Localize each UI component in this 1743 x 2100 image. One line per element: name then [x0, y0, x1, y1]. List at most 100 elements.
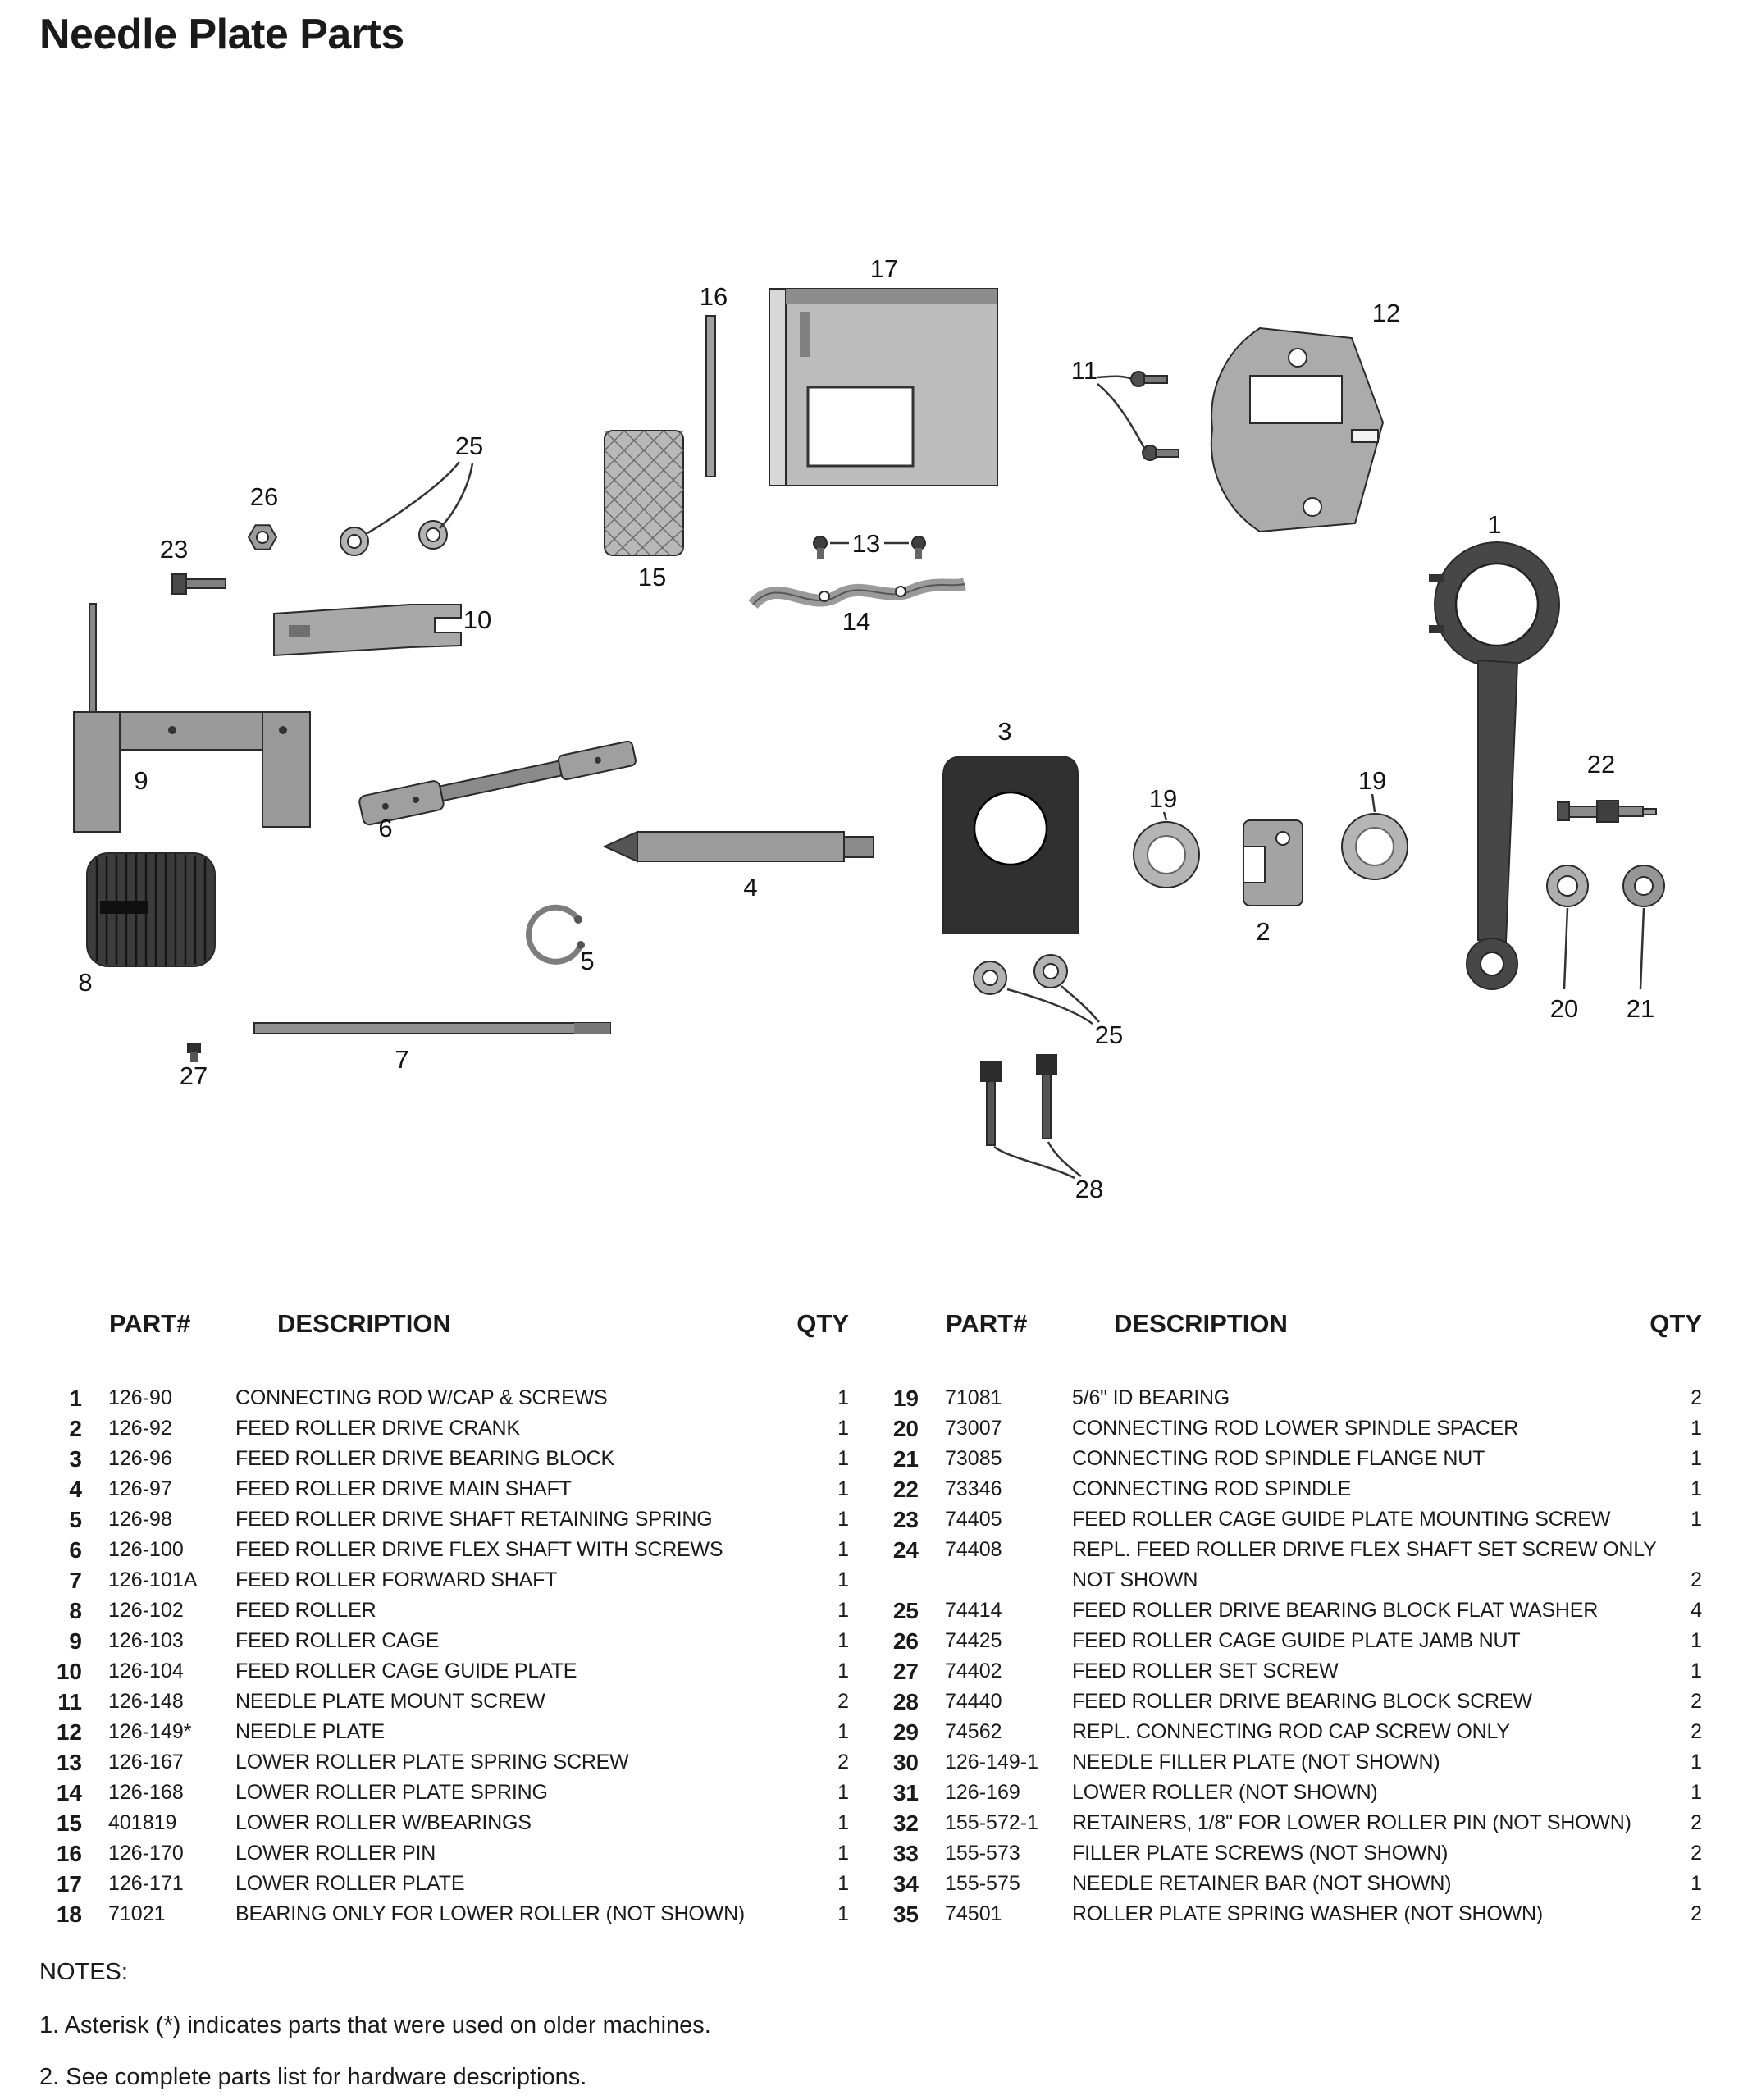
- table-rows-left: 1 126-90 CONNECTING ROD W/CAP & SCREWS 1…: [45, 1360, 849, 1929]
- row-part-number: 126-171: [108, 1872, 184, 1895]
- callout-8: 8: [78, 968, 92, 997]
- row-part-number: 73346: [945, 1477, 1002, 1500]
- table-row: 33 155-573 FILLER PLATE SCREWS (NOT SHOW…: [882, 1838, 1702, 1869]
- table-header-left: PART# DESCRIPTION QTY: [45, 1309, 849, 1360]
- row-number: 7: [69, 1568, 82, 1593]
- row-part-number: 401819: [108, 1811, 177, 1834]
- row-number: 34: [892, 1871, 919, 1897]
- row-part-number: 155-573: [945, 1842, 1020, 1865]
- callout-6: 6: [378, 814, 392, 842]
- row-part-number: 126-149-1: [945, 1751, 1038, 1774]
- part-14-plate-spring: [748, 578, 966, 609]
- row-number: 8: [69, 1598, 82, 1623]
- row-description: REPL. FEED ROLLER DRIVE FLEX SHAFT SET S…: [1072, 1538, 1657, 1591]
- row-qty: 1: [837, 1386, 849, 1409]
- part-21-flange-nut: [1622, 865, 1665, 907]
- row-description: NEEDLE PLATE: [235, 1720, 385, 1743]
- row-part-number: 155-575: [945, 1872, 1020, 1895]
- part-25-flat-washers-bottom: [973, 954, 1068, 995]
- row-number: 30: [892, 1750, 919, 1775]
- row-number: 16: [56, 1841, 82, 1866]
- row-part-number: 126-167: [108, 1751, 184, 1774]
- row-part-number: 126-96: [108, 1447, 172, 1470]
- row-part-number: 126-97: [108, 1477, 172, 1500]
- row-number: 3: [69, 1446, 82, 1472]
- row-description: FEED ROLLER CAGE GUIDE PLATE JAMB NUT: [1072, 1629, 1521, 1652]
- row-number: 19: [892, 1386, 919, 1411]
- callout-5: 5: [580, 947, 594, 975]
- row-part-number: 71021: [108, 1902, 166, 1925]
- row-description: LOWER ROLLER W/BEARINGS: [235, 1811, 532, 1834]
- row-qty: 1: [1691, 1751, 1702, 1774]
- row-number: 15: [56, 1810, 82, 1836]
- row-description: FEED ROLLER DRIVE SHAFT RETAINING SPRING: [235, 1508, 713, 1531]
- row-description: NEEDLE RETAINER BAR (NOT SHOWN): [1072, 1872, 1452, 1895]
- table-row: 35 74501 ROLLER PLATE SPRING WASHER (NOT…: [882, 1899, 1702, 1929]
- row-description: FEED ROLLER DRIVE BEARING BLOCK SCREW: [1072, 1690, 1532, 1713]
- row-description: LOWER ROLLER PLATE: [235, 1872, 465, 1895]
- row-number: 26: [892, 1628, 919, 1654]
- part-4-main-shaft: [602, 830, 874, 863]
- row-number: 11: [57, 1689, 82, 1714]
- row-part-number: 126-102: [108, 1599, 184, 1622]
- part-10-cage-guide-plate: [273, 604, 462, 657]
- row-number: 9: [69, 1628, 82, 1654]
- row-qty: 1: [1691, 1417, 1702, 1440]
- callout-11: 11: [1071, 356, 1097, 385]
- part-23-mounting-screw: [171, 573, 226, 595]
- row-qty: 1: [837, 1477, 849, 1500]
- row-part-number: 74402: [945, 1659, 1002, 1682]
- row-number: 13: [56, 1750, 82, 1775]
- row-number: 32: [892, 1810, 919, 1836]
- row-number: 25: [892, 1598, 919, 1623]
- callout-15: 15: [638, 563, 666, 591]
- callout-13: 13: [852, 529, 880, 558]
- row-qty: 1: [1691, 1477, 1702, 1500]
- part-15-lower-roller: [604, 430, 684, 556]
- table-row: 1 126-90 CONNECTING ROD W/CAP & SCREWS 1: [45, 1383, 849, 1413]
- callout-4: 4: [743, 873, 757, 902]
- row-qty: 4: [1691, 1599, 1702, 1622]
- part-26-jamb-nut: [247, 524, 278, 550]
- row-description: BEARING ONLY FOR LOWER ROLLER (NOT SHOWN…: [235, 1902, 746, 1925]
- row-number: 27: [892, 1659, 919, 1684]
- callout-7: 7: [395, 1045, 408, 1074]
- table-header-right: PART# DESCRIPTION QTY: [882, 1309, 1702, 1360]
- part-11-needle-plate-mount-screws: [1130, 371, 1179, 461]
- table-row: 18 71021 BEARING ONLY FOR LOWER ROLLER (…: [45, 1899, 849, 1929]
- table-row: 2 126-92 FEED ROLLER DRIVE CRANK 1: [45, 1413, 849, 1444]
- table-row: 3 126-96 FEED ROLLER DRIVE BEARING BLOCK…: [45, 1444, 849, 1474]
- row-number: 28: [892, 1689, 919, 1714]
- row-part-number: 126-169: [945, 1781, 1020, 1804]
- callout-28: 28: [1075, 1175, 1103, 1203]
- row-qty: 1: [1691, 1508, 1702, 1531]
- row-number: 29: [892, 1719, 919, 1745]
- row-number: 10: [56, 1659, 82, 1684]
- header-qty: QTY: [1649, 1309, 1702, 1338]
- row-number: 17: [56, 1871, 82, 1897]
- row-description: 5/6" ID BEARING: [1072, 1386, 1230, 1409]
- row-number: 35: [892, 1901, 919, 1927]
- row-description: FEED ROLLER DRIVE BEARING BLOCK FLAT WAS…: [1072, 1599, 1599, 1622]
- table-row: 19 71081 5/6" ID BEARING 2: [882, 1383, 1702, 1413]
- row-part-number: 74425: [945, 1629, 1002, 1652]
- table-row: 34 155-575 NEEDLE RETAINER BAR (NOT SHOW…: [882, 1869, 1702, 1899]
- row-qty: 1: [837, 1720, 849, 1743]
- row-part-number: 73085: [945, 1447, 1002, 1470]
- notes-section: NOTES: 1. Asterisk (*) indicates parts t…: [39, 1959, 711, 2100]
- table-row: 24 74408 REPL. FEED ROLLER DRIVE FLEX SH…: [882, 1535, 1702, 1596]
- row-description: LOWER ROLLER PLATE SPRING: [235, 1781, 548, 1804]
- table-row: 12 126-149* NEEDLE PLATE 1: [45, 1717, 849, 1747]
- table-row: 27 74402 FEED ROLLER SET SCREW 1: [882, 1656, 1702, 1687]
- row-description: ROLLER PLATE SPRING WASHER (NOT SHOWN): [1072, 1902, 1543, 1925]
- part-7-forward-shaft: [253, 1022, 611, 1034]
- row-description: CONNECTING ROD SPINDLE FLANGE NUT: [1072, 1447, 1485, 1470]
- row-number: 5: [69, 1507, 82, 1532]
- table-row: 9 126-103 FEED ROLLER CAGE 1: [45, 1626, 849, 1656]
- part-28-block-screws: [980, 1054, 1057, 1146]
- row-number: 20: [892, 1416, 919, 1441]
- header-part-number: PART#: [109, 1309, 191, 1338]
- row-qty: 1: [1691, 1629, 1702, 1652]
- row-number: 21: [892, 1446, 919, 1472]
- row-part-number: 126-170: [108, 1842, 184, 1865]
